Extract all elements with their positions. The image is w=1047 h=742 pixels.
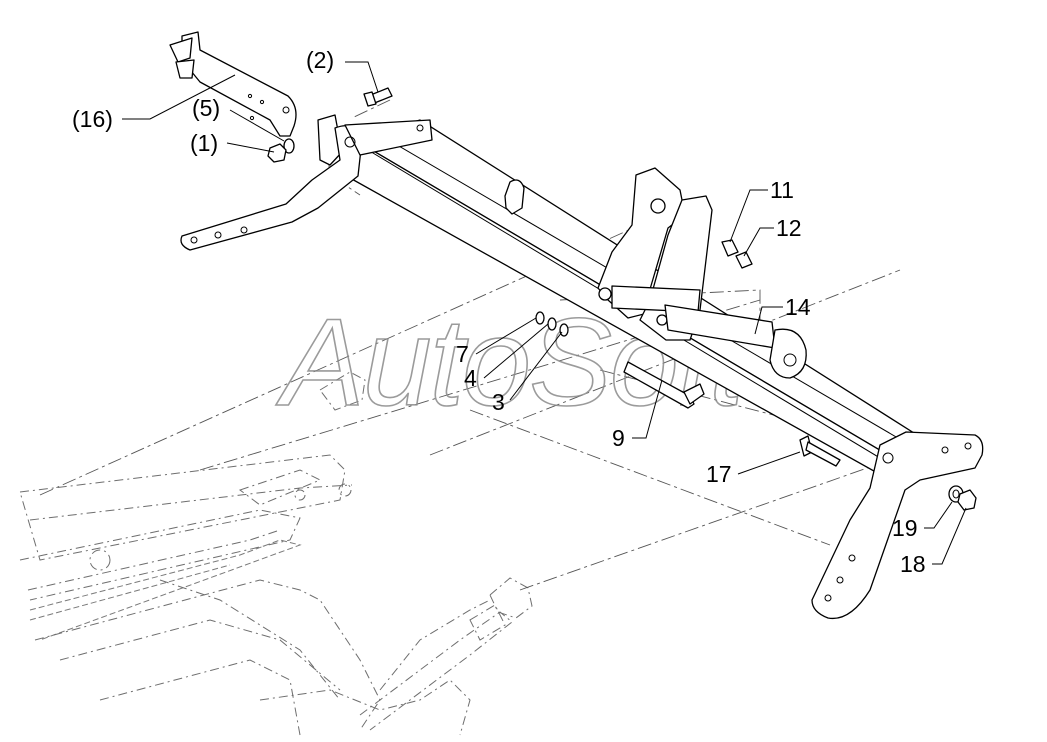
part-9-pin (623, 361, 705, 409)
part-18-nut (957, 489, 977, 511)
part-17-bolt (799, 435, 841, 467)
part-1-nut (267, 143, 287, 163)
part-12-bushing (735, 251, 753, 269)
part-11-bushing (721, 239, 739, 257)
callout-12: 12 (776, 215, 802, 241)
background-frame-outline (19, 371, 533, 736)
callout-14: 14 (785, 294, 811, 320)
callout-3: 3 (492, 389, 505, 415)
right-bracket-arm (811, 431, 984, 620)
callout-16: (16) (72, 106, 113, 132)
callout-11: 11 (770, 177, 794, 203)
part-5-washer (283, 138, 295, 154)
callout-leader-lines (122, 61, 967, 565)
callout-1: (1) (190, 130, 218, 156)
callout-7: 7 (456, 341, 469, 367)
callout-9: 9 (612, 425, 625, 451)
callout-17: 17 (706, 461, 732, 487)
callout-2: (2) (306, 47, 334, 73)
callout-4: 4 (464, 365, 477, 391)
callout-18: 18 (900, 551, 926, 577)
parts-7-4-3-washers (535, 311, 569, 337)
callout-5: (5) (192, 95, 220, 121)
center-mount-bracket (597, 167, 807, 379)
part-16-plate (169, 31, 297, 137)
callout-19: 19 (892, 515, 918, 541)
left-bracket-arm (180, 114, 433, 251)
part-2-bolt (363, 87, 393, 107)
callout-labels: (16) (5) (1) (2) 11 12 14 7 4 3 9 17 19 … (72, 47, 926, 577)
